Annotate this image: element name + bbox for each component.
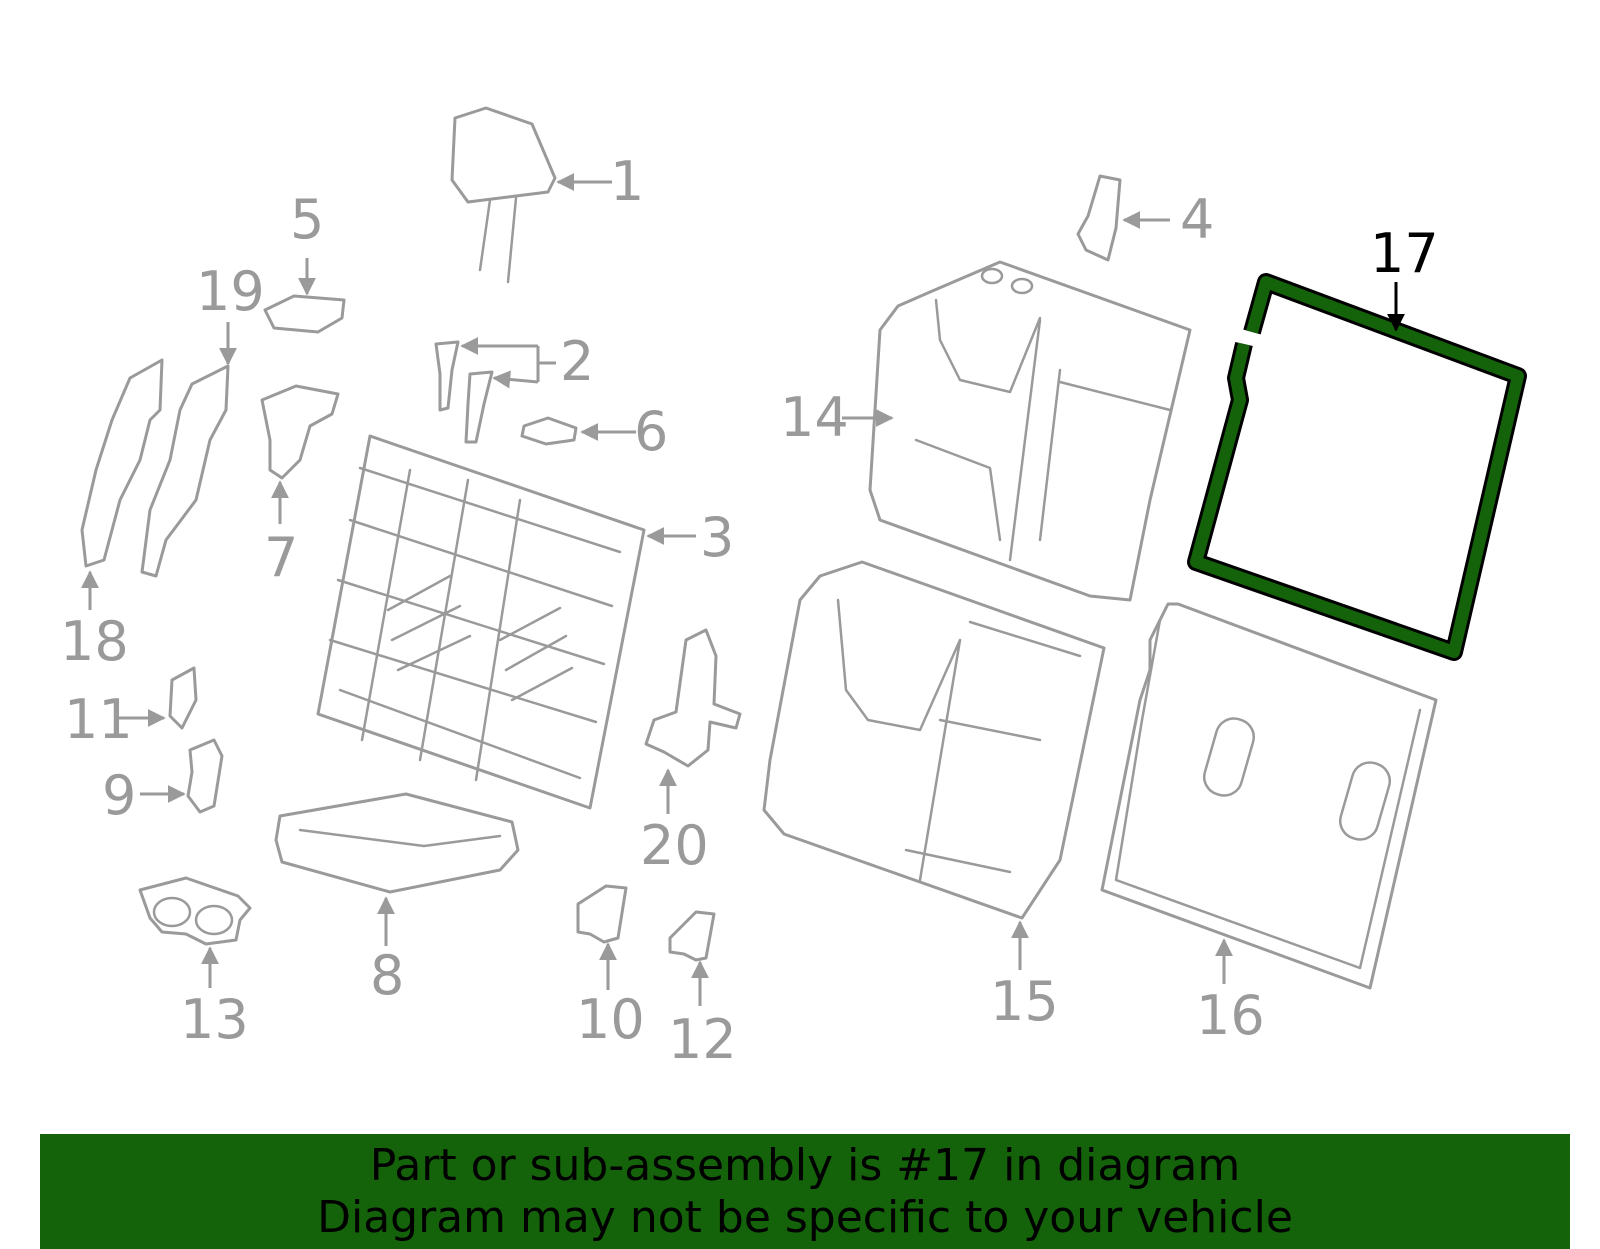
part-7-bracket	[260, 384, 340, 480]
part-8-tray	[274, 792, 520, 894]
callout-9: 9	[102, 764, 136, 827]
part-1-headrest	[450, 106, 557, 284]
part-15-cushion	[762, 560, 1106, 920]
callout-1: 1	[610, 150, 644, 213]
part-3-frame	[316, 434, 646, 810]
part-19-trim	[140, 364, 230, 578]
part-14-seatback	[868, 260, 1192, 602]
part-20-bracket	[644, 628, 742, 768]
part-10-bracket	[576, 884, 628, 944]
part-17-seal	[1187, 273, 1527, 661]
callout-13: 13	[180, 988, 249, 1051]
callout-14: 14	[780, 386, 849, 449]
callout-6: 6	[634, 400, 668, 463]
part-12-bracket	[668, 910, 716, 962]
callout-10: 10	[576, 988, 645, 1051]
callout-19: 19	[196, 260, 265, 323]
part-16-panel	[1100, 602, 1438, 990]
callout-16: 16	[1196, 984, 1265, 1047]
callout-7: 7	[264, 526, 298, 589]
part-9-clip	[186, 738, 224, 814]
part-5-bezel	[263, 294, 346, 334]
part-18-trim	[80, 358, 164, 568]
callout-3: 3	[700, 506, 734, 569]
callout-numbers: 1 2 3 4 5 6 7 8 9 10 11 12 13 14 15 16 1…	[60, 150, 1439, 1071]
banner-line-1: Part or sub-assembly is #17 in diagram	[369, 1140, 1241, 1191]
callout-2: 2	[560, 330, 594, 393]
part-11-clip	[168, 666, 198, 730]
callout-17: 17	[1370, 222, 1439, 285]
callout-12: 12	[668, 1008, 737, 1071]
callout-8: 8	[370, 944, 404, 1007]
callout-leaders	[81, 173, 1405, 1006]
callout-11: 11	[64, 688, 133, 751]
callout-4: 4	[1180, 188, 1214, 251]
notice-banner: Part or sub-assembly is #17 in diagram D…	[40, 1134, 1570, 1249]
banner-line-2: Diagram may not be specific to your vehi…	[317, 1192, 1293, 1243]
part-2-guides	[434, 340, 494, 444]
callout-18: 18	[60, 610, 129, 673]
callout-20: 20	[640, 814, 709, 877]
callout-15: 15	[990, 970, 1059, 1033]
part-4-latch	[1076, 174, 1122, 262]
part-13-cupholder	[138, 876, 252, 946]
callout-5: 5	[290, 188, 324, 251]
part-6-cap	[520, 416, 578, 446]
